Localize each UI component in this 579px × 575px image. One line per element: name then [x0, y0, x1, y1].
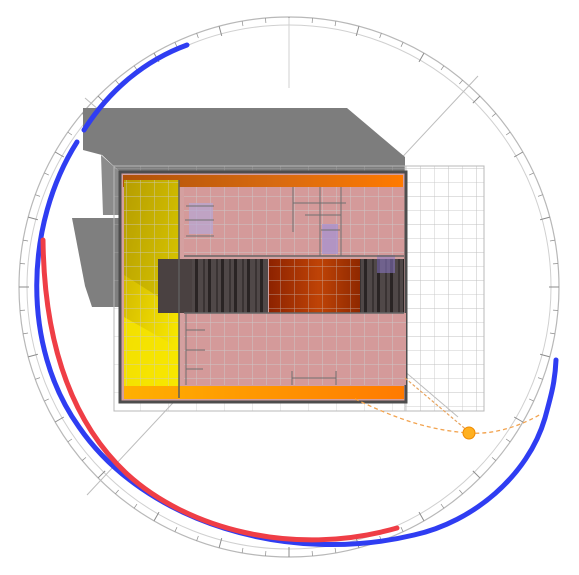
compass-tick	[218, 26, 223, 36]
compass-tick	[174, 527, 178, 532]
sun-position-marker	[462, 426, 476, 440]
compass-tick	[537, 377, 543, 380]
compass-tick	[28, 216, 38, 221]
compass-tick	[440, 65, 445, 71]
compass-tick	[418, 511, 425, 522]
compass-tick	[505, 438, 511, 443]
lower-room-lines	[185, 313, 337, 385]
compass-tick	[540, 216, 550, 221]
compass-tick	[540, 353, 550, 358]
compass-tick	[241, 21, 244, 27]
upper-room-lines	[185, 187, 346, 256]
compass-tick	[218, 538, 223, 548]
compass-tick	[529, 398, 534, 402]
compass-tick	[549, 239, 555, 242]
compass-tick	[35, 377, 41, 380]
sun-path-arcs	[34, 42, 559, 548]
sun-ray-line	[404, 377, 470, 433]
compass-tick	[115, 489, 119, 495]
compass-tick	[491, 457, 497, 461]
compass-tick	[81, 457, 87, 461]
roof-shadow-top	[83, 108, 405, 172]
compass-tick	[459, 489, 463, 495]
bottom-heat-band	[124, 386, 404, 399]
building-plan-group	[118, 170, 408, 404]
core-zone-hot-grid	[269, 259, 360, 313]
compass-tick	[537, 194, 543, 197]
compass-tick	[529, 172, 534, 176]
compass-tick	[334, 547, 337, 553]
sun-position-marker-group	[354, 377, 542, 440]
compass-tick	[549, 332, 555, 335]
compass-tick	[44, 398, 49, 402]
compass-tick	[355, 26, 360, 36]
red-sun-arc	[40, 237, 400, 543]
compass-tick	[196, 33, 199, 39]
compass-tick	[513, 151, 524, 158]
blue-sun-arc-top	[81, 42, 190, 133]
compass-tick	[472, 95, 481, 104]
compass-tick	[97, 470, 106, 479]
core-zone-stripes	[192, 259, 268, 313]
compass-tick	[23, 239, 29, 242]
compass-tick	[153, 511, 160, 522]
compass-tick	[44, 172, 49, 176]
compass-tick	[459, 79, 463, 85]
compass-tick	[28, 353, 38, 358]
compass-tick	[491, 113, 497, 117]
compass-tick	[400, 527, 404, 532]
compass-tick	[440, 503, 445, 509]
compass-tick	[67, 131, 73, 136]
compass-tick	[379, 33, 382, 39]
compass-tick	[400, 42, 404, 47]
compass-tick	[115, 79, 119, 85]
compass-tick	[23, 332, 29, 335]
compass-tick	[513, 416, 524, 423]
compass-ticks	[19, 17, 559, 557]
compass-tick	[472, 470, 481, 479]
compass-tick	[54, 416, 65, 423]
compass-tick	[133, 503, 138, 509]
compass-tick	[54, 151, 65, 158]
core-zone-dark-left	[158, 259, 192, 313]
compass-tick	[241, 547, 244, 553]
compass-tick	[67, 438, 73, 443]
compass-tick	[35, 194, 41, 197]
compass-tick	[196, 535, 199, 541]
compass-tick	[418, 52, 425, 63]
purple-room-left	[189, 203, 213, 234]
purple-room-center	[322, 224, 338, 254]
compass-tick	[174, 42, 178, 47]
upper-office-grid	[184, 187, 404, 256]
side-shadow-lower	[72, 218, 120, 307]
top-heat-band	[123, 175, 403, 187]
purple-room-right	[377, 255, 395, 273]
lower-office-grid	[184, 313, 406, 385]
compass-tick	[505, 131, 511, 136]
compass-tick	[334, 21, 337, 27]
